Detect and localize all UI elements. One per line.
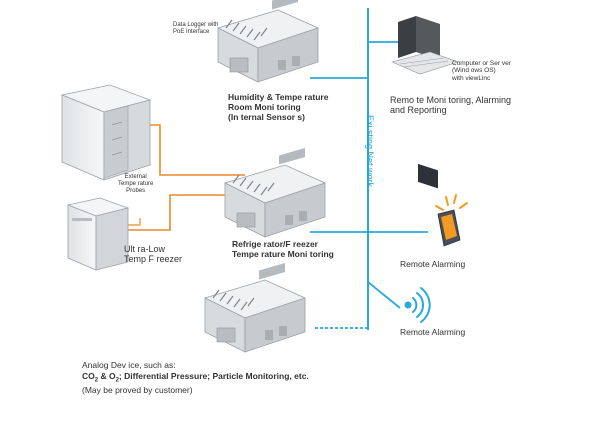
remote-alarming-label-1: Remote Alarming: [400, 259, 466, 269]
external-probes-label: External Tempe rature Probes: [118, 174, 154, 194]
computer-icon: [391, 16, 459, 189]
refrigerator-monitoring-label: Refrige rator/F reezer Tempe rature Moni…: [232, 239, 334, 259]
data-logger-icon: [224, 147, 326, 238]
data-logger-label: Data Logger with PoE Interface: [173, 22, 219, 35]
data-logger-icon: [217, 0, 319, 83]
ultra-low-freezer-label: Ult ra-Low Temp F reezer: [124, 244, 183, 265]
freezer-cabinet-icon: [60, 84, 152, 181]
analog-device-note: Analog Dev ice, such as: CO2 & O2; Diffe…: [82, 360, 309, 396]
remote-monitoring-label: Remo te Moni toring, Alarming and Report…: [390, 95, 512, 116]
probe-line-2: [128, 218, 141, 226]
computer-label: Computer or Ser ver (Wind ows OS) with v…: [452, 60, 511, 82]
network-label: Exi sting Net work: [365, 115, 375, 188]
data-logger-icon: [204, 262, 306, 353]
wireless-signal-icon: [404, 287, 431, 323]
humidity-monitoring-label: Humidity & Tempe rature Room Moni toring…: [228, 92, 329, 122]
probe-line-bottom: [128, 194, 245, 231]
network-branch-wireless-diag: [367, 281, 401, 309]
ultra-low-freezer-icon: [66, 197, 130, 271]
remote-alarming-label-2: Remote Alarming: [400, 327, 466, 337]
phone-alarm-icon: [435, 194, 468, 247]
